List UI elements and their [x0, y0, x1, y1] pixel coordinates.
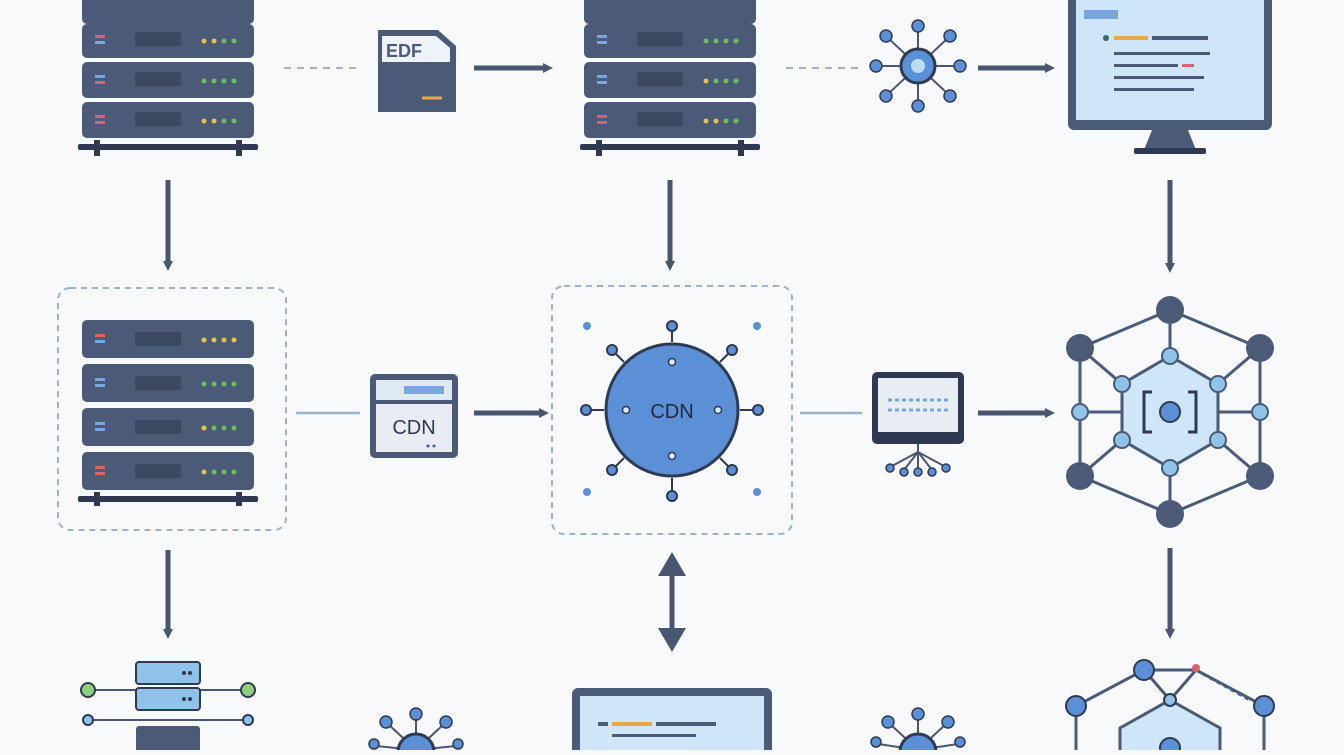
cdn-globe-label: CDN — [650, 401, 693, 423]
dashed-group-box — [57, 287, 287, 531]
file-box-icon: EDF — [378, 30, 456, 112]
network-node-icon — [368, 707, 464, 755]
monitor-icon — [572, 688, 772, 755]
hexagon-network-icon — [1065, 659, 1275, 755]
dashed-group-box — [551, 285, 793, 535]
server-rack-icon — [580, 0, 760, 156]
network-node-icon — [869, 19, 967, 113]
edf-label: EDF — [386, 41, 422, 61]
small-server-stack-icon — [80, 661, 256, 755]
cdn-file-label: CDN — [392, 417, 435, 439]
network-node-icon — [870, 707, 966, 755]
cdn-globe-icon: CDN — [580, 320, 764, 502]
file-box-icon: CDN — [370, 374, 458, 458]
server-rack-icon — [78, 0, 258, 156]
hexagon-network-icon — [1066, 296, 1274, 528]
small-monitor-network-icon — [872, 372, 964, 477]
monitor-icon — [1068, 0, 1272, 154]
bidirectional-arrow — [658, 552, 686, 652]
server-rack-icon — [78, 320, 258, 506]
